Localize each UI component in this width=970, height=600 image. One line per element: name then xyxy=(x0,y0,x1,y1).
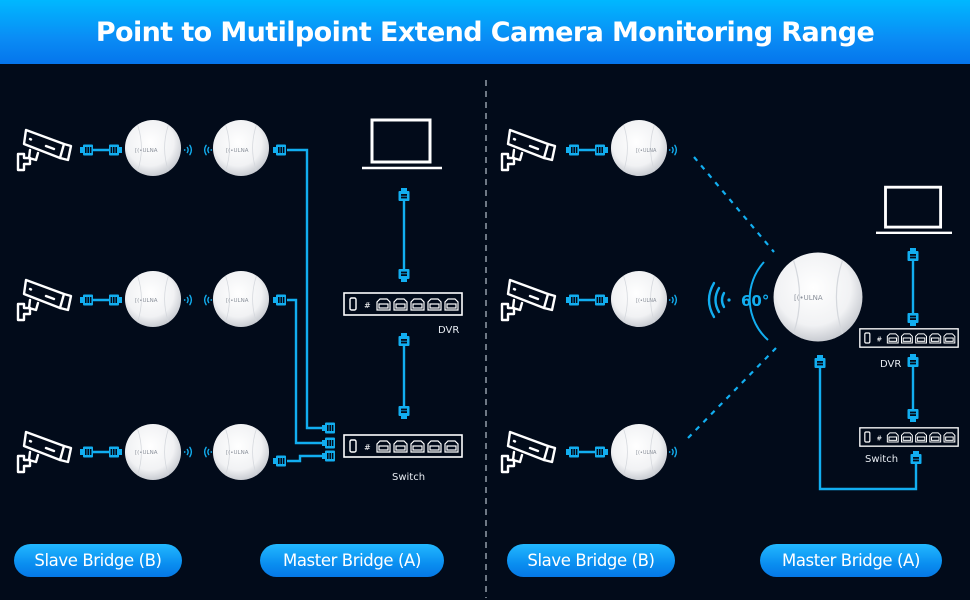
rj45-plug-icon xyxy=(398,188,410,201)
wifi-signal-icon xyxy=(203,144,213,156)
wifi-signal-icon xyxy=(183,144,193,156)
rj45-plug-icon xyxy=(814,355,826,368)
switch-label: Switch xyxy=(865,454,898,465)
switch-label: Switch xyxy=(392,472,425,483)
laptop-icon xyxy=(876,185,952,235)
cable-lines xyxy=(287,148,324,463)
brand-logo: [(•ULNA xyxy=(794,294,823,302)
brand-logo: [(•ULNA xyxy=(636,298,657,304)
dvr-label: DVR xyxy=(438,325,459,336)
left-master-bridge-label: Master Bridge (A) xyxy=(260,544,444,577)
rj45-plug-icon xyxy=(80,446,93,458)
rj45-plug-icon xyxy=(907,313,919,326)
wifi-signal-icon xyxy=(668,294,678,306)
rj45-plug-icon xyxy=(910,451,922,464)
dvr-device xyxy=(343,292,463,316)
rj45-plug-icon xyxy=(273,455,286,467)
brand-logo: [(•ULNA xyxy=(135,298,158,304)
wifi-signal-icon xyxy=(668,144,678,156)
right-master-bridge-label: Master Bridge (A) xyxy=(760,544,942,577)
wifi-signal-icon xyxy=(203,294,213,306)
left-panel: [(•ULNA [(•ULNA [(•ULNA [(•ULNA xyxy=(16,118,463,483)
rj45-plug-icon xyxy=(109,144,122,156)
camera-icon xyxy=(16,430,73,474)
rj45-plug-icon xyxy=(273,144,286,156)
wifi-signal-icon xyxy=(183,294,193,306)
rj45-plug-icon xyxy=(322,437,335,449)
angle-label: 60° xyxy=(741,292,769,310)
rj45-plug-icon xyxy=(398,333,410,346)
wifi-signal-icon xyxy=(668,446,678,458)
camera-icon xyxy=(500,430,557,474)
coverage-angle-arc xyxy=(748,261,769,341)
brand-logo: [(•ULNA xyxy=(135,148,158,154)
rj45-plug-icon xyxy=(398,269,410,282)
laptop-icon xyxy=(362,118,442,170)
rj45-plug-icon xyxy=(907,354,919,367)
rj45-plug-icon xyxy=(595,144,608,156)
rj45-plug-icon xyxy=(80,144,93,156)
right-slave-bridge-label: Slave Bridge (B) xyxy=(507,544,675,577)
cable-line xyxy=(818,360,918,491)
header-banner: Point to Mutilpoint Extend Camera Monito… xyxy=(0,0,970,64)
switch-device xyxy=(859,427,959,447)
brand-logo: [(•ULNA xyxy=(226,298,249,304)
coverage-line xyxy=(693,156,775,253)
rj45-plug-icon xyxy=(398,406,410,419)
rj45-plug-icon xyxy=(109,446,122,458)
dvr-device xyxy=(859,328,959,348)
left-row-2: [(•ULNA [(•ULNA xyxy=(16,270,286,328)
rj45-plug-icon xyxy=(322,450,335,462)
rj45-plug-icon xyxy=(595,446,608,458)
brand-logo: [(•ULNA xyxy=(226,148,249,154)
brand-logo: [(•ULNA xyxy=(135,450,158,456)
rj45-plug-icon xyxy=(595,294,608,306)
brand-logo: [(•ULNA xyxy=(226,450,249,456)
camera-icon xyxy=(500,278,557,322)
brand-logo: [(•ULNA xyxy=(636,148,657,154)
page-title: Point to Mutilpoint Extend Camera Monito… xyxy=(95,16,875,48)
rj45-plug-icon xyxy=(566,446,579,458)
right-panel: [(•ULNA [(•ULNA [(•ULNA 60° [(• xyxy=(500,119,959,491)
rj45-plug-icon xyxy=(322,422,335,434)
rj45-plug-icon xyxy=(80,294,93,306)
rj45-plug-icon xyxy=(566,294,579,306)
rj45-plug-icon xyxy=(907,409,919,422)
rj45-plug-icon xyxy=(109,294,122,306)
rj45-plug-icon xyxy=(907,248,919,261)
network-diagram: # xyxy=(16,80,959,598)
wifi-signal-icon xyxy=(203,446,213,458)
left-slave-bridge-label: Slave Bridge (B) xyxy=(14,544,182,577)
coverage-line xyxy=(687,347,777,439)
wifi-broadcast-icon xyxy=(707,281,731,319)
rj45-plug-icon xyxy=(273,294,286,306)
left-row-1: [(•ULNA [(•ULNA xyxy=(16,119,286,177)
switch-device xyxy=(343,434,463,458)
brand-logo: [(•ULNA xyxy=(636,450,657,456)
wifi-signal-icon xyxy=(183,446,193,458)
rj45-plug-icon xyxy=(566,144,579,156)
left-row-3: [(•ULNA [(•ULNA xyxy=(16,423,286,481)
camera-icon xyxy=(16,128,73,172)
camera-icon xyxy=(500,128,557,172)
camera-icon xyxy=(16,278,73,322)
dvr-label: DVR xyxy=(880,359,901,370)
